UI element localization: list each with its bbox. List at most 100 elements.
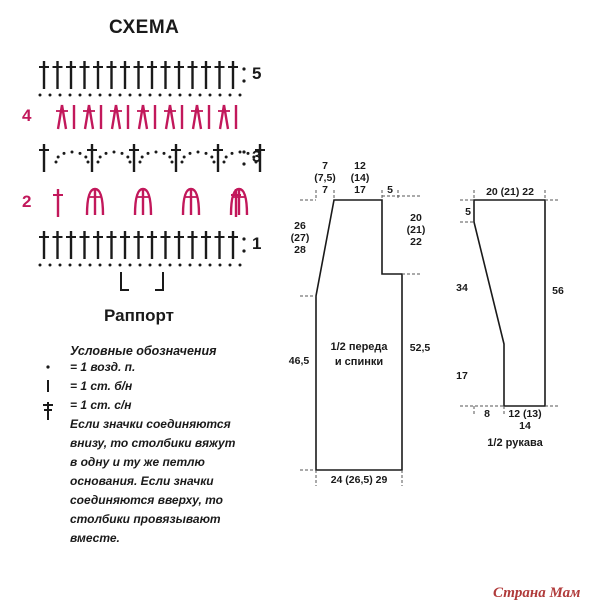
chain-arch-dot bbox=[188, 151, 192, 155]
dim-value: (21) bbox=[406, 224, 426, 236]
row-number-2: 2 bbox=[22, 192, 32, 211]
chain-arch-dot bbox=[162, 151, 166, 155]
dim-value: (14) bbox=[350, 172, 370, 184]
chain-arch-dot bbox=[170, 160, 174, 164]
legend-note-line: Если значки соединяются bbox=[70, 417, 231, 431]
chain-arch-dot bbox=[78, 151, 82, 155]
chain-dot bbox=[208, 93, 212, 97]
stitch-row-4 bbox=[137, 104, 157, 130]
dim-value: 20 bbox=[410, 212, 422, 224]
chain-arch-dot bbox=[112, 150, 116, 154]
chain-dot bbox=[118, 263, 122, 267]
chain-dot bbox=[188, 263, 192, 267]
chain-arch-dot bbox=[70, 150, 74, 154]
dim-value: 7 bbox=[322, 184, 328, 196]
body-top-armhole-label: 5 bbox=[387, 184, 393, 196]
chain-dot bbox=[178, 93, 182, 97]
dim-value: 7 bbox=[322, 160, 328, 172]
sleeve-left-lower-label: 17 bbox=[456, 370, 468, 382]
chain-arch-dot bbox=[204, 151, 208, 155]
chain-dot bbox=[238, 93, 242, 97]
chain-dot bbox=[38, 263, 42, 267]
row-end-dot bbox=[242, 249, 246, 253]
chain-arch-dot bbox=[96, 160, 100, 164]
legend-note: Если значки соединяются внизу, то столби… bbox=[70, 415, 235, 548]
legend-note-line: соединяются вверху, то bbox=[70, 493, 223, 507]
chain-arch-dot bbox=[154, 150, 158, 154]
chain-arch-dot bbox=[254, 160, 258, 164]
sleeve-panel-name: 1/2 рукава bbox=[487, 437, 543, 449]
sleeve-top-width-label: 20 (21) 22 bbox=[486, 186, 534, 198]
panel-name-line: и спинки bbox=[334, 356, 384, 368]
stitch-row-4 bbox=[164, 104, 184, 130]
legend-item-double-crochet: = 1 ст. с/н bbox=[70, 398, 132, 412]
chain-dot bbox=[148, 263, 152, 267]
row-end-dot bbox=[242, 162, 246, 166]
chain-dot bbox=[198, 93, 202, 97]
chain-arch-dot bbox=[230, 151, 234, 155]
chain-dot bbox=[148, 93, 152, 97]
chain-dot bbox=[218, 263, 222, 267]
chain-dot bbox=[238, 263, 242, 267]
chain-dot bbox=[228, 263, 232, 267]
chain-arch-dot bbox=[54, 160, 58, 164]
chain-arch-dot bbox=[168, 155, 172, 159]
chain-arch-dot bbox=[84, 155, 88, 159]
dim-value: 26 bbox=[294, 220, 306, 232]
sleeve-panel-shape bbox=[473, 199, 546, 407]
chain-arch-dot bbox=[62, 151, 66, 155]
sleeve-right-length-label: 56 bbox=[552, 285, 564, 297]
chain-dot bbox=[48, 93, 52, 97]
legend-note-line: внизу, то столбики вяжут bbox=[70, 436, 236, 450]
chain-dot bbox=[128, 263, 132, 267]
page-title: СХЕМА bbox=[109, 17, 180, 38]
chain-dot bbox=[138, 93, 142, 97]
dim-value: 12 (13) bbox=[508, 408, 542, 420]
row-number-5: 5 bbox=[252, 64, 262, 83]
chain-arch-dot bbox=[128, 160, 132, 164]
stitch-row-4 bbox=[56, 104, 76, 130]
chain-dot bbox=[218, 93, 222, 97]
legend-item-single-crochet: = 1 ст. б/н bbox=[70, 379, 133, 393]
chain-dot bbox=[128, 93, 132, 97]
dim-value: 14 bbox=[519, 420, 531, 432]
chain-dot bbox=[48, 263, 52, 267]
chain-dot bbox=[158, 93, 162, 97]
legend-note-line: столбики провязывают bbox=[70, 512, 221, 526]
chain-dot bbox=[138, 263, 142, 267]
body-right-shoulder-label: 20 (21) 22 bbox=[402, 212, 430, 248]
row-end-dot bbox=[242, 237, 246, 241]
dim-value: 12 bbox=[354, 160, 366, 172]
sleeve-left-upper-label: 34 bbox=[456, 282, 468, 294]
chain-dot bbox=[78, 263, 82, 267]
chain-dot bbox=[98, 93, 102, 97]
dim-value: 22 bbox=[410, 236, 422, 248]
chain-dot bbox=[58, 93, 62, 97]
chain-arch-dot bbox=[224, 155, 228, 159]
chain-dot bbox=[178, 263, 182, 267]
legend-note-line: вместе. bbox=[70, 531, 120, 545]
chain-arch-dot bbox=[138, 160, 142, 164]
dim-value: (27) bbox=[290, 232, 310, 244]
dim-value: (7,5) bbox=[314, 172, 336, 184]
dim-value: 17 bbox=[354, 184, 366, 196]
body-left-armhole-label: 26 (27) 28 bbox=[286, 220, 314, 256]
chain-arch-dot bbox=[252, 155, 256, 159]
chain-dot bbox=[88, 263, 92, 267]
chain-arch-dot bbox=[86, 160, 90, 164]
sleeve-top-left-label: 5 bbox=[465, 206, 471, 218]
body-left-length-label: 46,5 bbox=[288, 355, 310, 367]
chain-dot bbox=[158, 263, 162, 267]
stitch-row-2-shell bbox=[229, 187, 249, 216]
body-top-shoulder-label: 12 (14) 17 bbox=[346, 160, 374, 196]
dim-value: 28 bbox=[294, 244, 306, 256]
row-end-dot bbox=[242, 79, 246, 83]
chain-stitch-icon bbox=[46, 365, 50, 369]
row-number-4: 4 bbox=[22, 106, 32, 125]
body-bottom-width-label: 24 (26,5) 29 bbox=[330, 474, 388, 486]
chain-dot bbox=[78, 93, 82, 97]
chain-dot bbox=[168, 263, 172, 267]
chain-arch-dot bbox=[246, 151, 250, 155]
chain-arch-dot bbox=[222, 160, 226, 164]
row-end-dot bbox=[242, 67, 246, 71]
